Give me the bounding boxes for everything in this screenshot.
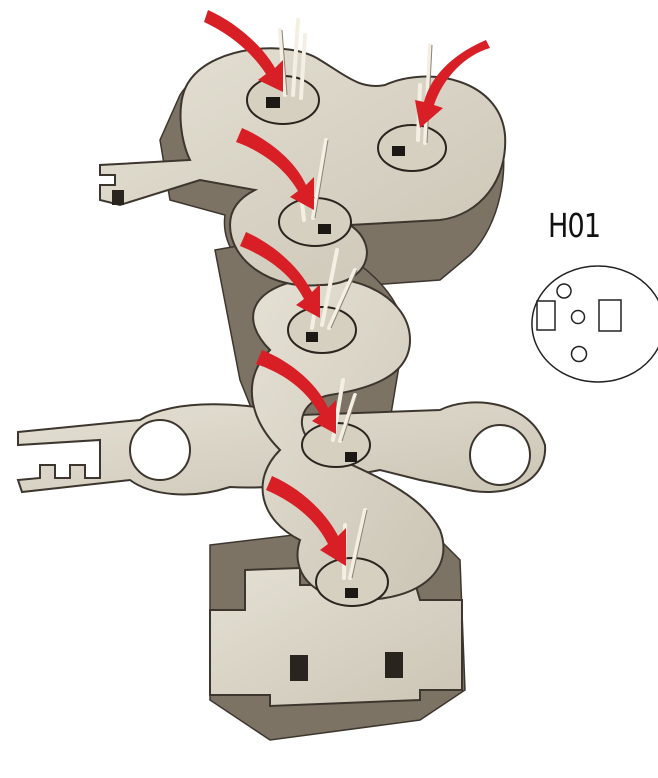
square-hole-right <box>599 300 621 331</box>
hole-pattern-diagram <box>532 266 658 382</box>
disc-4 <box>288 307 356 353</box>
hole-bottom <box>572 347 587 362</box>
base-slot-left <box>290 655 308 681</box>
hole-top <box>557 284 571 298</box>
upper-slot <box>112 190 124 205</box>
part-label: H01 <box>548 206 600 245</box>
square-hole-left <box>537 301 555 330</box>
base-slot-right <box>385 652 403 678</box>
hole-center <box>572 311 585 324</box>
key-hole-left <box>130 420 190 480</box>
key-hole-right <box>470 425 530 485</box>
hole-diagram-circle <box>532 266 658 382</box>
disc-2 <box>378 125 446 171</box>
